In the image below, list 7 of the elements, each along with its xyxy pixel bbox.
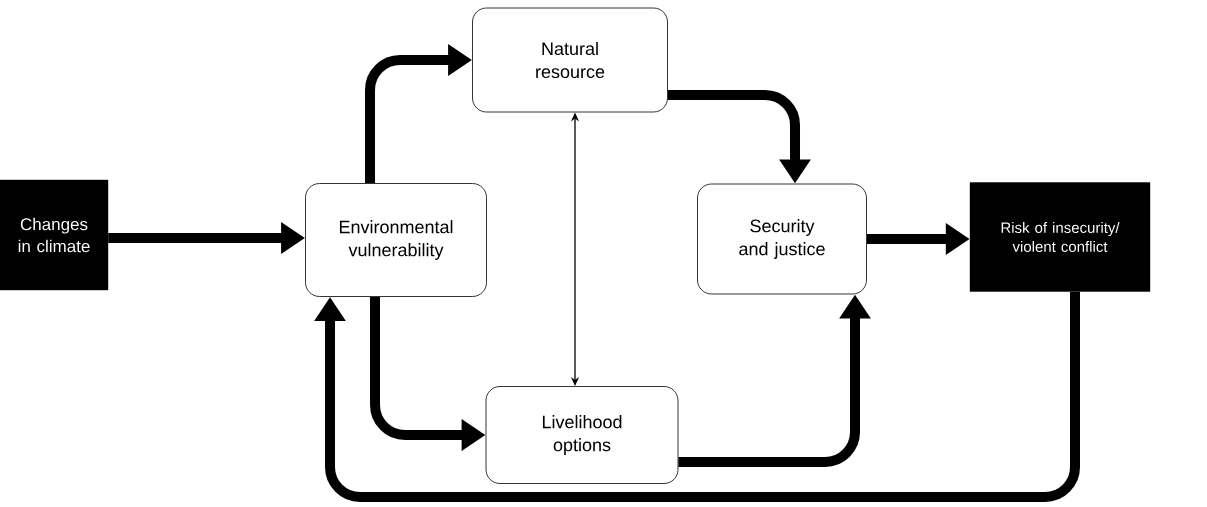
arrow <box>314 291 1080 502</box>
dark-box: Changes in climate <box>0 179 109 291</box>
process-box: Livelihood options <box>485 386 679 484</box>
process-box: Natural resource <box>472 7 668 113</box>
process-box: Security and justice <box>697 183 867 295</box>
process-box: Environmental vulnerability <box>305 183 487 297</box>
dark-box: Risk of insecurity/ violent conflict <box>969 182 1151 292</box>
